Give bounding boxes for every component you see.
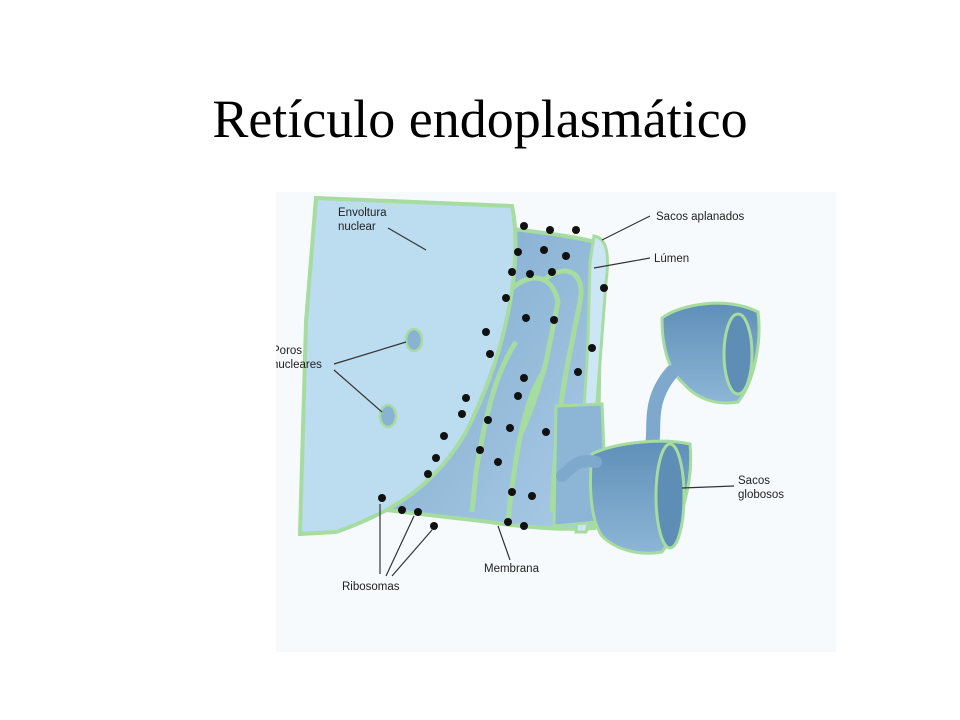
- leader-ribosomas-b: [385, 515, 415, 577]
- ribosome: [484, 416, 492, 424]
- label-envoltura-nuclear: Envoltura: [338, 207, 387, 219]
- er-fold: [469, 340, 519, 513]
- ribosome: [546, 226, 554, 234]
- label-poros-nucleares: nucleares: [276, 359, 322, 371]
- ribosome: [548, 268, 556, 276]
- ribosome: [440, 432, 448, 440]
- leader-membrana: [497, 525, 511, 561]
- ribosome: [562, 252, 570, 260]
- ribosome: [424, 470, 432, 478]
- ribosomes: [378, 222, 608, 530]
- leader-poros-a: [333, 341, 407, 365]
- ribosome: [432, 454, 440, 462]
- ribosome: [414, 508, 422, 516]
- er-diagram: Envoltura nuclear Poros nucleares Riboso…: [276, 192, 836, 652]
- ribosome: [508, 488, 516, 496]
- ribosome: [550, 316, 558, 324]
- er-fold: [506, 275, 561, 433]
- ribosome: [486, 350, 494, 358]
- label-membrana: Membrana: [484, 563, 540, 575]
- leader-envoltura: [387, 227, 427, 251]
- ribosome: [494, 458, 502, 466]
- ribosome: [574, 368, 582, 376]
- ribosome: [600, 284, 608, 292]
- ribosome: [526, 270, 534, 278]
- label-poros-nucleares: Poros: [276, 345, 302, 357]
- slide-title: Retículo endoplasmático: [212, 89, 748, 149]
- label-envoltura-nuclear: nuclear: [338, 221, 376, 233]
- connecting-tube: [556, 455, 602, 482]
- ribosome: [504, 518, 512, 526]
- ribosome: [520, 522, 528, 530]
- ribosome: [514, 248, 522, 256]
- leader-lines: [333, 215, 735, 577]
- label-sacos-globosos: Sacos: [738, 475, 770, 487]
- nuclear-pore: [404, 327, 424, 353]
- leader-ribosomas-c: [391, 529, 433, 577]
- nuclear-pore: [378, 403, 398, 429]
- label-ribosomas: Ribosomas: [342, 581, 400, 593]
- ribosome: [458, 410, 466, 418]
- ribosome: [430, 522, 438, 530]
- leader-sacos-aplanados: [601, 215, 651, 241]
- ribosome: [572, 226, 580, 234]
- ribosome: [588, 344, 596, 352]
- label-sacos-aplanados: Sacos aplanados: [656, 211, 744, 223]
- leader-sacos-globosos: [681, 485, 735, 489]
- ribosome: [482, 328, 490, 336]
- ribosome: [522, 314, 530, 322]
- ribosome: [502, 294, 510, 302]
- ribosome: [542, 428, 550, 436]
- leader-lumen: [593, 257, 651, 269]
- label-lumen: Lúmen: [654, 253, 689, 265]
- label-sacos-globosos: globosos: [738, 489, 784, 501]
- ribosome: [528, 492, 536, 500]
- ribosome: [540, 246, 548, 254]
- sac-opening: [722, 312, 754, 396]
- ribosome: [514, 392, 522, 400]
- sac-opening: [654, 442, 686, 550]
- ribosome: [506, 424, 514, 432]
- leader-poros-b: [333, 369, 383, 413]
- ribosome: [520, 374, 528, 382]
- ribosome: [398, 506, 406, 514]
- ribosome: [508, 268, 516, 276]
- ribosome: [378, 494, 386, 502]
- ribosome: [462, 394, 470, 402]
- ribosome: [476, 446, 484, 454]
- ribosome: [520, 222, 528, 230]
